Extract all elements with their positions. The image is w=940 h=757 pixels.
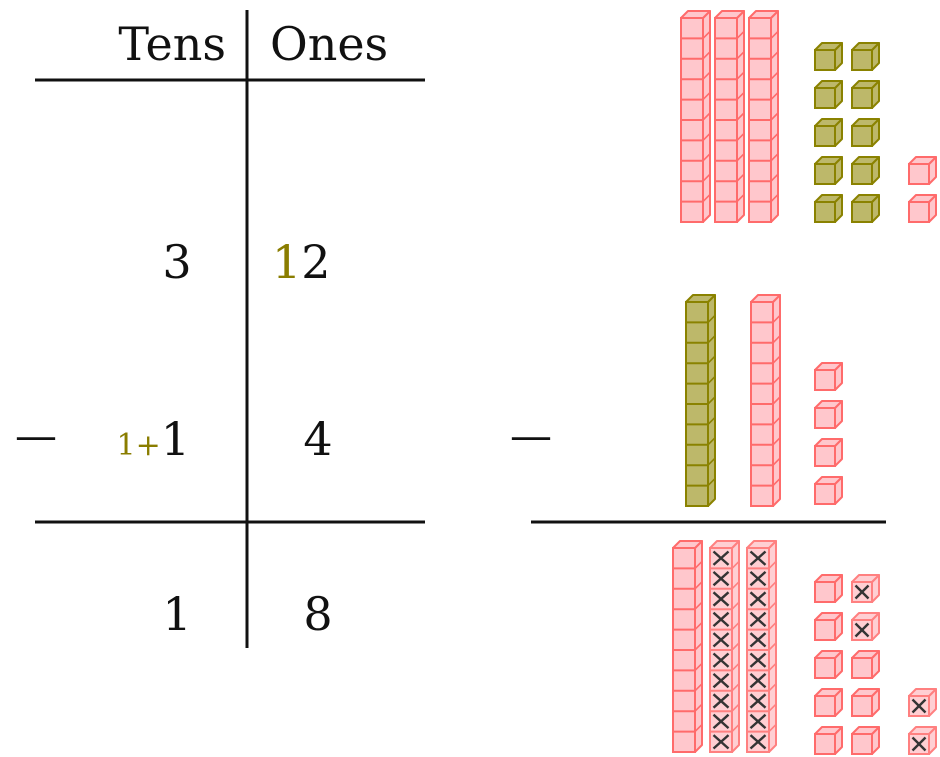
place-value-chart: Tens Ones 3 12 — 1+1 4 1 8: [15, 10, 425, 648]
difference-ones: 8: [303, 587, 332, 641]
unit-cube-icon: [851, 80, 880, 109]
unit-cube-icon: [814, 80, 843, 109]
unit-cube-icon: [814, 476, 843, 505]
unit-cube-icon: [908, 156, 937, 185]
subtrahend-tens: 1+1: [116, 412, 190, 466]
cross-out-icon: [749, 550, 767, 566]
cross-out-icon: [911, 698, 927, 714]
unit-cube-icon: [851, 688, 880, 717]
ten-rod-icon: [685, 294, 716, 507]
cross-out-icon: [712, 693, 730, 709]
unit-cube-icon: [851, 650, 880, 679]
unit-cube-icon: [851, 726, 880, 755]
cross-out-icon: [749, 693, 767, 709]
minuend-ones: 12: [272, 235, 331, 289]
cross-out-icon: [712, 713, 730, 729]
ten-rod-icon: [748, 10, 779, 223]
cross-out-icon: [749, 652, 767, 668]
cross-out-icon: [854, 584, 870, 600]
tens-regroup-prefix: 1+: [116, 428, 160, 463]
unit-cube-icon: [814, 362, 843, 391]
ten-rod-icon: [672, 540, 703, 753]
cross-out-icon: [749, 611, 767, 627]
subtrahend-ones: 4: [303, 412, 332, 466]
unit-cube-icon: [851, 118, 880, 147]
chart-minus-sign: —: [15, 411, 57, 460]
blocks-minus-sign: —: [510, 411, 552, 460]
unit-cube-icon: [851, 574, 880, 603]
ones-digit: 2: [301, 235, 330, 289]
unit-cube-icon: [851, 194, 880, 223]
ten-rod-icon: [746, 540, 777, 753]
cross-out-icon: [712, 611, 730, 627]
difference-tens: 1: [162, 587, 191, 641]
cross-out-icon: [712, 652, 730, 668]
unit-cube-icon: [908, 194, 937, 223]
cross-out-icon: [749, 713, 767, 729]
cross-out-icon: [712, 632, 730, 648]
unit-cube-icon: [814, 726, 843, 755]
unit-cube-icon: [814, 118, 843, 147]
ten-rod-icon: [709, 540, 740, 753]
cross-out-icon: [749, 734, 767, 750]
unit-cube-icon: [851, 612, 880, 641]
cross-out-icon: [712, 571, 730, 587]
cross-out-icon: [712, 550, 730, 566]
unit-cube-icon: [814, 438, 843, 467]
unit-cube-icon: [814, 156, 843, 185]
cross-out-icon: [712, 591, 730, 607]
unit-cube-icon: [908, 726, 937, 755]
minuend-tens: 3: [162, 235, 191, 289]
unit-cube-icon: [814, 400, 843, 429]
unit-cube-icon: [851, 42, 880, 71]
ten-rod-icon: [680, 10, 711, 223]
unit-cube-icon: [851, 156, 880, 185]
unit-cube-icon: [814, 688, 843, 717]
unit-cube-icon: [814, 194, 843, 223]
tens-digit: 1: [161, 412, 190, 466]
cross-out-icon: [749, 632, 767, 648]
tens-header: Tens: [118, 17, 226, 71]
unit-cube-icon: [814, 42, 843, 71]
ones-header: Ones: [270, 17, 388, 71]
cross-out-icon: [749, 571, 767, 587]
unit-cube-icon: [908, 688, 937, 717]
cross-out-icon: [911, 736, 927, 752]
unit-cube-icon: [814, 612, 843, 641]
unit-cube-icon: [814, 574, 843, 603]
cross-out-icon: [749, 591, 767, 607]
ones-regroup-digit: 1: [272, 235, 301, 289]
blocks-layer: [672, 10, 937, 755]
unit-cube-icon: [814, 650, 843, 679]
cross-out-icon: [712, 734, 730, 750]
cross-out-icon: [712, 673, 730, 689]
ten-rod-icon: [714, 10, 745, 223]
cross-out-icon: [854, 622, 870, 638]
ten-rod-icon: [750, 294, 781, 507]
cross-out-icon: [749, 673, 767, 689]
base-ten-blocks: —: [510, 10, 937, 755]
